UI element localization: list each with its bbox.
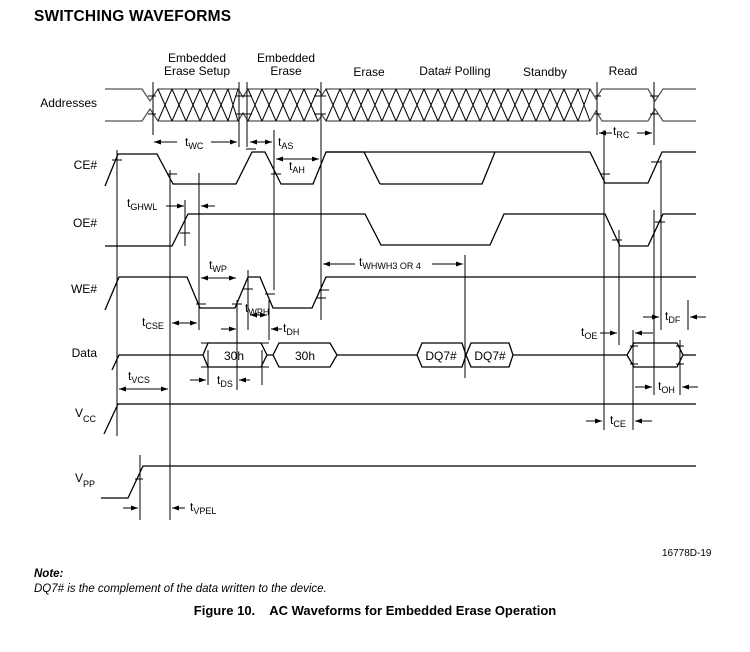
timing-label-tdh: tDH: [283, 321, 299, 337]
figure-id: 16778D-19: [662, 548, 712, 559]
ce-waveform: [104, 151, 696, 187]
phase-data-polling: Data# Polling: [419, 64, 490, 78]
figure-number: Figure 10.: [193, 603, 256, 618]
note-title: Note:: [34, 568, 64, 580]
timing-label-trc: tRC: [613, 124, 630, 140]
vpp-waveform: [101, 465, 696, 499]
timing-arrows: [119, 130, 706, 511]
timing-label-tas: tAS: [278, 135, 293, 151]
address-hatch: [157, 88, 591, 122]
figure-caption: Figure 10. AC Waveforms for Embedded Eras…: [0, 603, 750, 618]
section-heading: SWITCHING WAVEFORMS: [34, 8, 232, 25]
phase-erase: Erase: [353, 65, 385, 79]
signal-labels: Addresses CE# OE# WE# Data VCC VPP: [40, 96, 97, 489]
phase-embedded-erase-line2: Erase: [270, 64, 302, 78]
data-value-poll-2: DQ7#: [474, 349, 506, 363]
oe-waveform: [105, 213, 696, 247]
label-addresses: Addresses: [40, 96, 97, 110]
phase-embedded-erase-line1: Embedded: [257, 51, 315, 65]
phase-labels: Embedded Erase Setup Embedded Erase Eras…: [164, 51, 637, 79]
timing-label-tvcs: tVCS: [128, 369, 150, 385]
timing-labels: tWC tAS tAH tRC tGHWL tWP tWPH tWHWH3 OR…: [127, 124, 681, 516]
timing-label-twp: tWP: [209, 258, 227, 274]
timing-label-twhwh: tWHWH3 OR 4: [359, 255, 421, 271]
phase-read: Read: [609, 64, 638, 78]
label-vpp: VPP: [75, 471, 95, 489]
hatch-segment: [325, 88, 591, 122]
timing-label-tghwl: tGHWL: [127, 196, 157, 212]
timing-label-tah: tAH: [289, 159, 305, 175]
note-text: DQ7# is the complement of the data writt…: [34, 583, 327, 595]
hatch-segment: [247, 88, 319, 122]
label-we: WE#: [71, 282, 97, 296]
data-value-erase: 30h: [295, 349, 315, 363]
timing-label-tds: tDS: [217, 373, 233, 389]
phase-erase-setup-line2: Erase Setup: [164, 64, 230, 78]
timing-label-tce: tCE: [610, 413, 626, 429]
vcc-waveform: [103, 403, 696, 435]
label-data: Data: [72, 346, 98, 360]
phase-erase-setup-line1: Embedded: [168, 51, 226, 65]
data-waveform: [111, 342, 696, 371]
data-value-setup: 30h: [224, 349, 244, 363]
timing-label-tvpel: tVPEL: [190, 500, 216, 516]
timing-label-toh: tOH: [658, 379, 675, 395]
timing-label-twc: tWC: [185, 135, 204, 151]
label-oe: OE#: [73, 216, 97, 230]
data-value-poll-1: DQ7#: [425, 349, 457, 363]
addresses-waveform: [105, 88, 696, 122]
timing-label-toe: tOE: [581, 325, 597, 341]
we-waveform: [104, 276, 696, 311]
timing-label-tdf: tDF: [665, 309, 681, 325]
label-vcc: VCC: [75, 406, 97, 424]
timing-diagram: Embedded Erase Setup Embedded Erase Eras…: [40, 51, 706, 520]
hatch-segment: [157, 88, 239, 122]
label-ce: CE#: [74, 158, 98, 172]
timing-label-twph: tWPH: [245, 301, 269, 317]
figure-title: AC Waveforms for Embedded Erase Operatio…: [269, 603, 557, 618]
phase-standby: Standby: [523, 65, 567, 79]
reference-lines: [116, 82, 689, 520]
timing-label-tcse: tCSE: [142, 315, 164, 331]
